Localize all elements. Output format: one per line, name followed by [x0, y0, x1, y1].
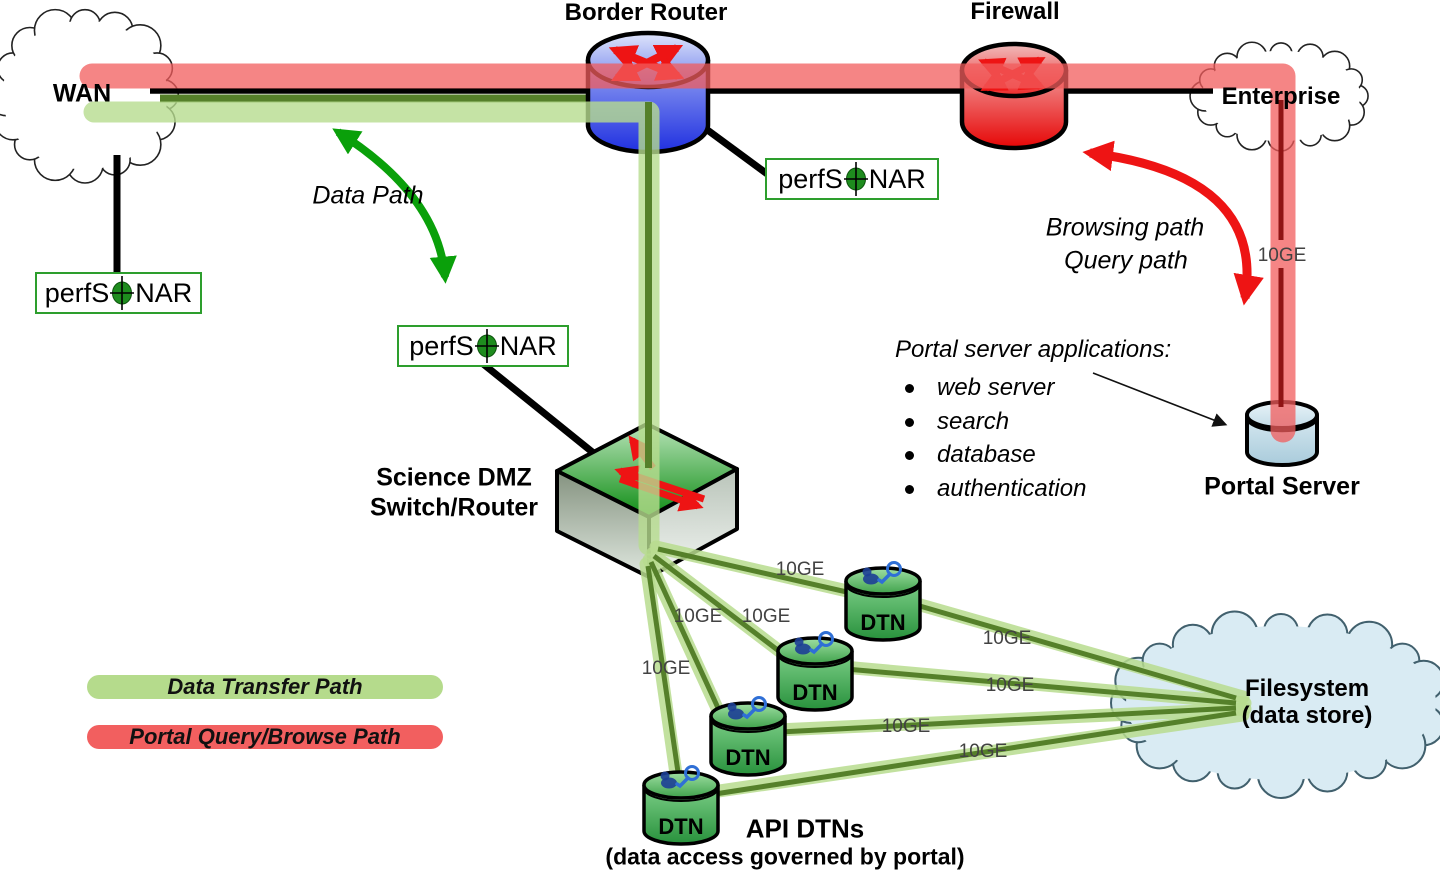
- perfsonar-label-prefix: perfS: [44, 277, 110, 308]
- dtn-icon: DTN: [709, 696, 787, 777]
- key-icon: [818, 631, 834, 647]
- perfsonar-box-dmz: perfS NAR: [397, 325, 569, 367]
- perfsonar-label-prefix: perfS: [409, 330, 474, 361]
- enterprise-label: Enterprise: [1221, 82, 1341, 110]
- link-speed-label: 10GE: [641, 658, 691, 679]
- wan-label: WAN: [52, 79, 112, 108]
- legend-portal-query-path: Portal Query/Browse Path: [87, 724, 443, 749]
- portal-apps-item: authentication: [895, 472, 1215, 506]
- perfsonar-target-icon: [843, 162, 868, 196]
- legend-data-transfer-label: Data Transfer Path: [167, 674, 363, 699]
- data-path-label: Data Path: [312, 181, 424, 210]
- link-speed-label: 10GE: [881, 716, 931, 737]
- portal-apps-item: web server: [895, 371, 1215, 405]
- science-dmz-label-line1: Science DMZ: [376, 463, 532, 492]
- perfsonar-label-suffix: NAR: [135, 277, 193, 308]
- key-icon: [886, 561, 902, 577]
- dtn-icon: DTN: [844, 561, 922, 642]
- dtn-label: DTN: [658, 814, 703, 839]
- perfsonar-label-suffix: NAR: [499, 330, 557, 361]
- portal-apps-title: Portal server applications:: [895, 336, 1172, 363]
- portal-apps-pointer-arrow: [1092, 372, 1228, 427]
- link-speed-label: 10GE: [958, 741, 1008, 762]
- link-speed-label: 10GE: [775, 559, 825, 580]
- wan-cloud: [0, 8, 180, 184]
- perfsonar-target-icon: [474, 329, 499, 363]
- dtn-label: DTN: [792, 680, 837, 705]
- dtn-icon: DTN: [642, 765, 720, 846]
- portal-apps-item: search: [895, 405, 1215, 439]
- key-icon: [751, 696, 767, 712]
- browsing-path-arrow: [1082, 140, 1264, 306]
- perfsonar-box-border: perfS NAR: [765, 158, 939, 200]
- perfsonar-target-icon: [110, 276, 135, 310]
- perfsonar-label-suffix: NAR: [868, 163, 926, 194]
- science-dmz-label-line2: Switch/Router: [369, 493, 539, 522]
- filesystem-label-line1: Filesystem: [1244, 674, 1370, 702]
- browsing-path-label: Browsing path: [1045, 213, 1205, 242]
- api-dtns-label: API DTNs: [745, 813, 865, 844]
- link-speed-label: 10GE: [673, 606, 723, 627]
- query-path-label: Query path: [1064, 246, 1188, 275]
- data-path-arrow: [332, 128, 457, 284]
- link-speed-label: 10GE: [982, 628, 1032, 649]
- perfsonar-label-prefix: perfS: [778, 163, 843, 194]
- dtn-label: DTN: [725, 745, 770, 770]
- key-icon: [684, 765, 700, 781]
- filesystem-label-line2: (data store): [1241, 701, 1373, 729]
- legend-data-transfer-path: Data Transfer Path: [87, 674, 443, 699]
- dtn-label: DTN: [860, 610, 905, 635]
- perfsonar-box-wan: perfS NAR: [35, 272, 202, 314]
- portal-server-label: Portal Server: [1204, 472, 1360, 501]
- portal-apps-callout: Portal server applications: web server s…: [895, 336, 1215, 505]
- portal-apps-list: web server search database authenticatio…: [895, 371, 1215, 505]
- legend-portal-query-label: Portal Query/Browse Path: [129, 724, 401, 749]
- link-speed-label: 10GE: [741, 606, 791, 627]
- api-dtns-sublabel: (data access governed by portal): [605, 843, 965, 870]
- portal-apps-item: database: [895, 438, 1215, 472]
- dtn-icon: DTN: [776, 631, 854, 712]
- firewall-icon: [959, 41, 1069, 151]
- firewall-label: Firewall: [970, 0, 1060, 25]
- link-speed-label: 10GE: [985, 675, 1035, 696]
- link-speed-label: 10GE: [1257, 245, 1307, 266]
- filesystem-cloud: [1110, 610, 1440, 799]
- border-router-label: Border Router: [564, 0, 728, 26]
